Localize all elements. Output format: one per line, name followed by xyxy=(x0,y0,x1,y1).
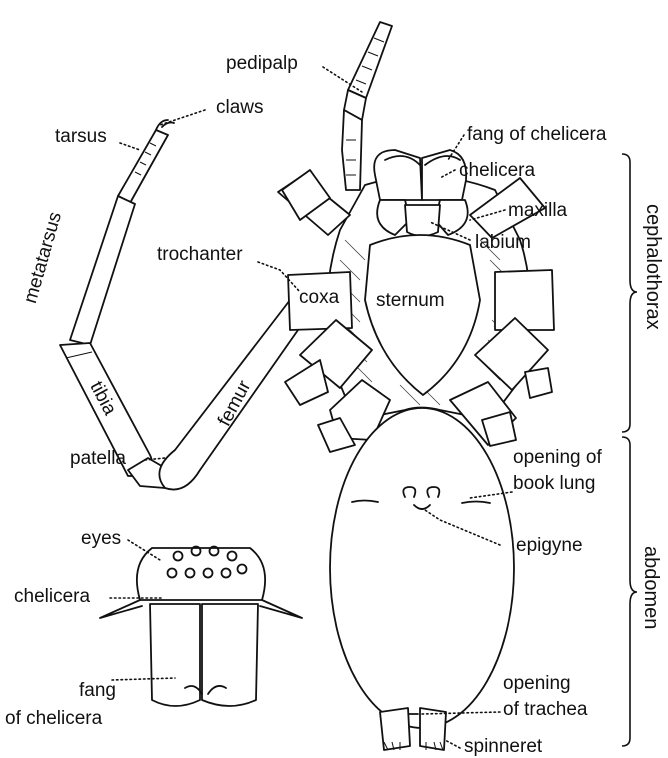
label-chelicera-top: chelicera xyxy=(459,160,535,182)
label-chelicera-bottom: chelicera xyxy=(14,586,90,608)
label-pedipalp: pedipalp xyxy=(226,53,298,75)
head-frontal-drawing xyxy=(100,547,302,707)
label-abdomen: abdomen xyxy=(639,546,662,629)
label-cephalothorax: cephalothorax xyxy=(641,204,664,330)
label-tarsus: tarsus xyxy=(55,126,107,148)
label-trochanter: trochanter xyxy=(157,244,243,266)
label-fang-bottom-1: fang xyxy=(79,680,116,702)
label-spinneret: spinneret xyxy=(464,736,542,758)
label-opening-of-book-lung-1: opening of xyxy=(513,447,602,469)
label-maxilla: maxilla xyxy=(508,200,567,222)
label-opening-of-trachea-1: opening xyxy=(503,673,571,695)
label-opening-of-book-lung-2: book lung xyxy=(513,473,595,495)
label-epigyne: epigyne xyxy=(516,535,583,557)
cephalothorax-brace xyxy=(622,154,637,432)
label-coxa: coxa xyxy=(299,287,339,309)
abdomen-brace xyxy=(622,437,637,746)
label-sternum: sternum xyxy=(376,290,445,312)
label-fang-bottom-2: of chelicera xyxy=(5,708,102,730)
label-opening-of-trachea-2: of trachea xyxy=(503,699,588,721)
abdomen-drawing xyxy=(330,408,514,750)
label-fang-of-chelicera-top: fang of chelicera xyxy=(467,124,606,146)
label-labium: labium xyxy=(475,232,531,254)
label-patella: patella xyxy=(70,448,126,470)
label-eyes: eyes xyxy=(81,528,121,550)
label-claws: claws xyxy=(216,97,264,119)
